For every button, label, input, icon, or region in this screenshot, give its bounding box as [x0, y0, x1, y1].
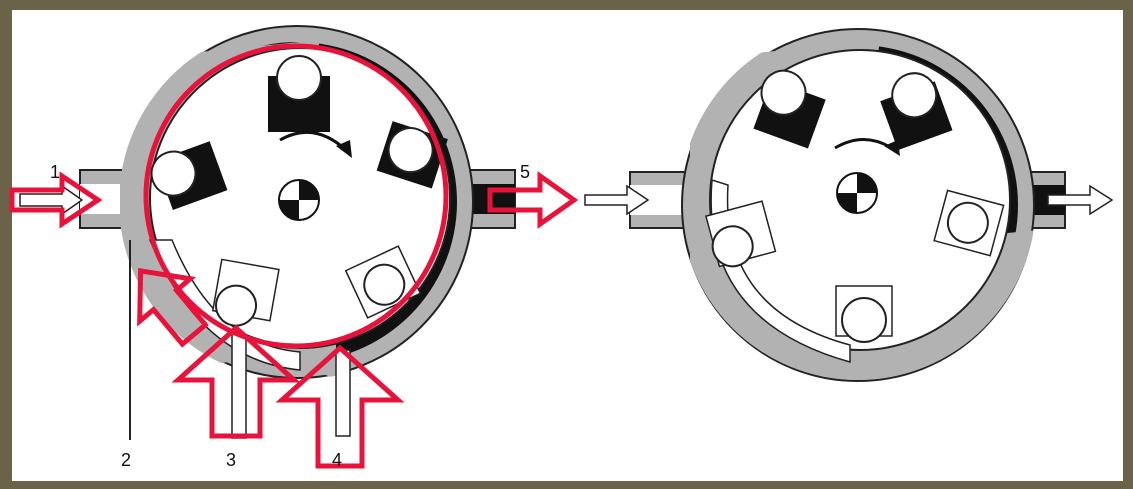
label-port-1: 1: [50, 162, 60, 182]
annotations: [9, 43, 579, 469]
center-shaft-left-icon: [278, 179, 320, 221]
rotation-arrowhead-icon: [336, 140, 352, 158]
highlight-arrow-port-1-icon: [9, 171, 103, 229]
label-port-3: 3: [226, 450, 236, 470]
highlight-arrow-port-2-icon: [137, 267, 209, 348]
vane-right-top-right: [880, 72, 953, 151]
label-port-4: 4: [332, 450, 342, 470]
rotation-arrowhead-right-icon: [884, 140, 900, 156]
center-shaft-right-icon: [836, 172, 878, 214]
label-port-2: 2: [121, 450, 131, 470]
port-tube-3: [231, 328, 247, 439]
vane-right-right: [933, 189, 1005, 257]
highlight-arrow-port-3-icon: [171, 324, 301, 439]
inlet-flow-arrow-left-icon: [19, 184, 84, 216]
label-port-5: 5: [520, 162, 530, 182]
inlet-flow-arrow-right-icon: [584, 184, 650, 216]
vane-upper-left: [150, 141, 228, 210]
highlight-arrow-port-4-icon: [275, 344, 405, 469]
vane-top-left: [268, 55, 330, 132]
outlet-flow-arrow-right-icon: [1047, 184, 1114, 216]
vane-right-bottom: [835, 285, 893, 343]
vane-right-top-left: [753, 69, 826, 149]
highlight-circle: [143, 43, 449, 349]
highlight-arrow-port-5-icon: [487, 171, 579, 229]
vane-right-left: [705, 200, 777, 268]
vane-upper-right: [376, 121, 448, 189]
port-tube-4: [335, 349, 351, 437]
vane-lower-left: [211, 258, 280, 327]
pump-right: [584, 28, 1114, 382]
